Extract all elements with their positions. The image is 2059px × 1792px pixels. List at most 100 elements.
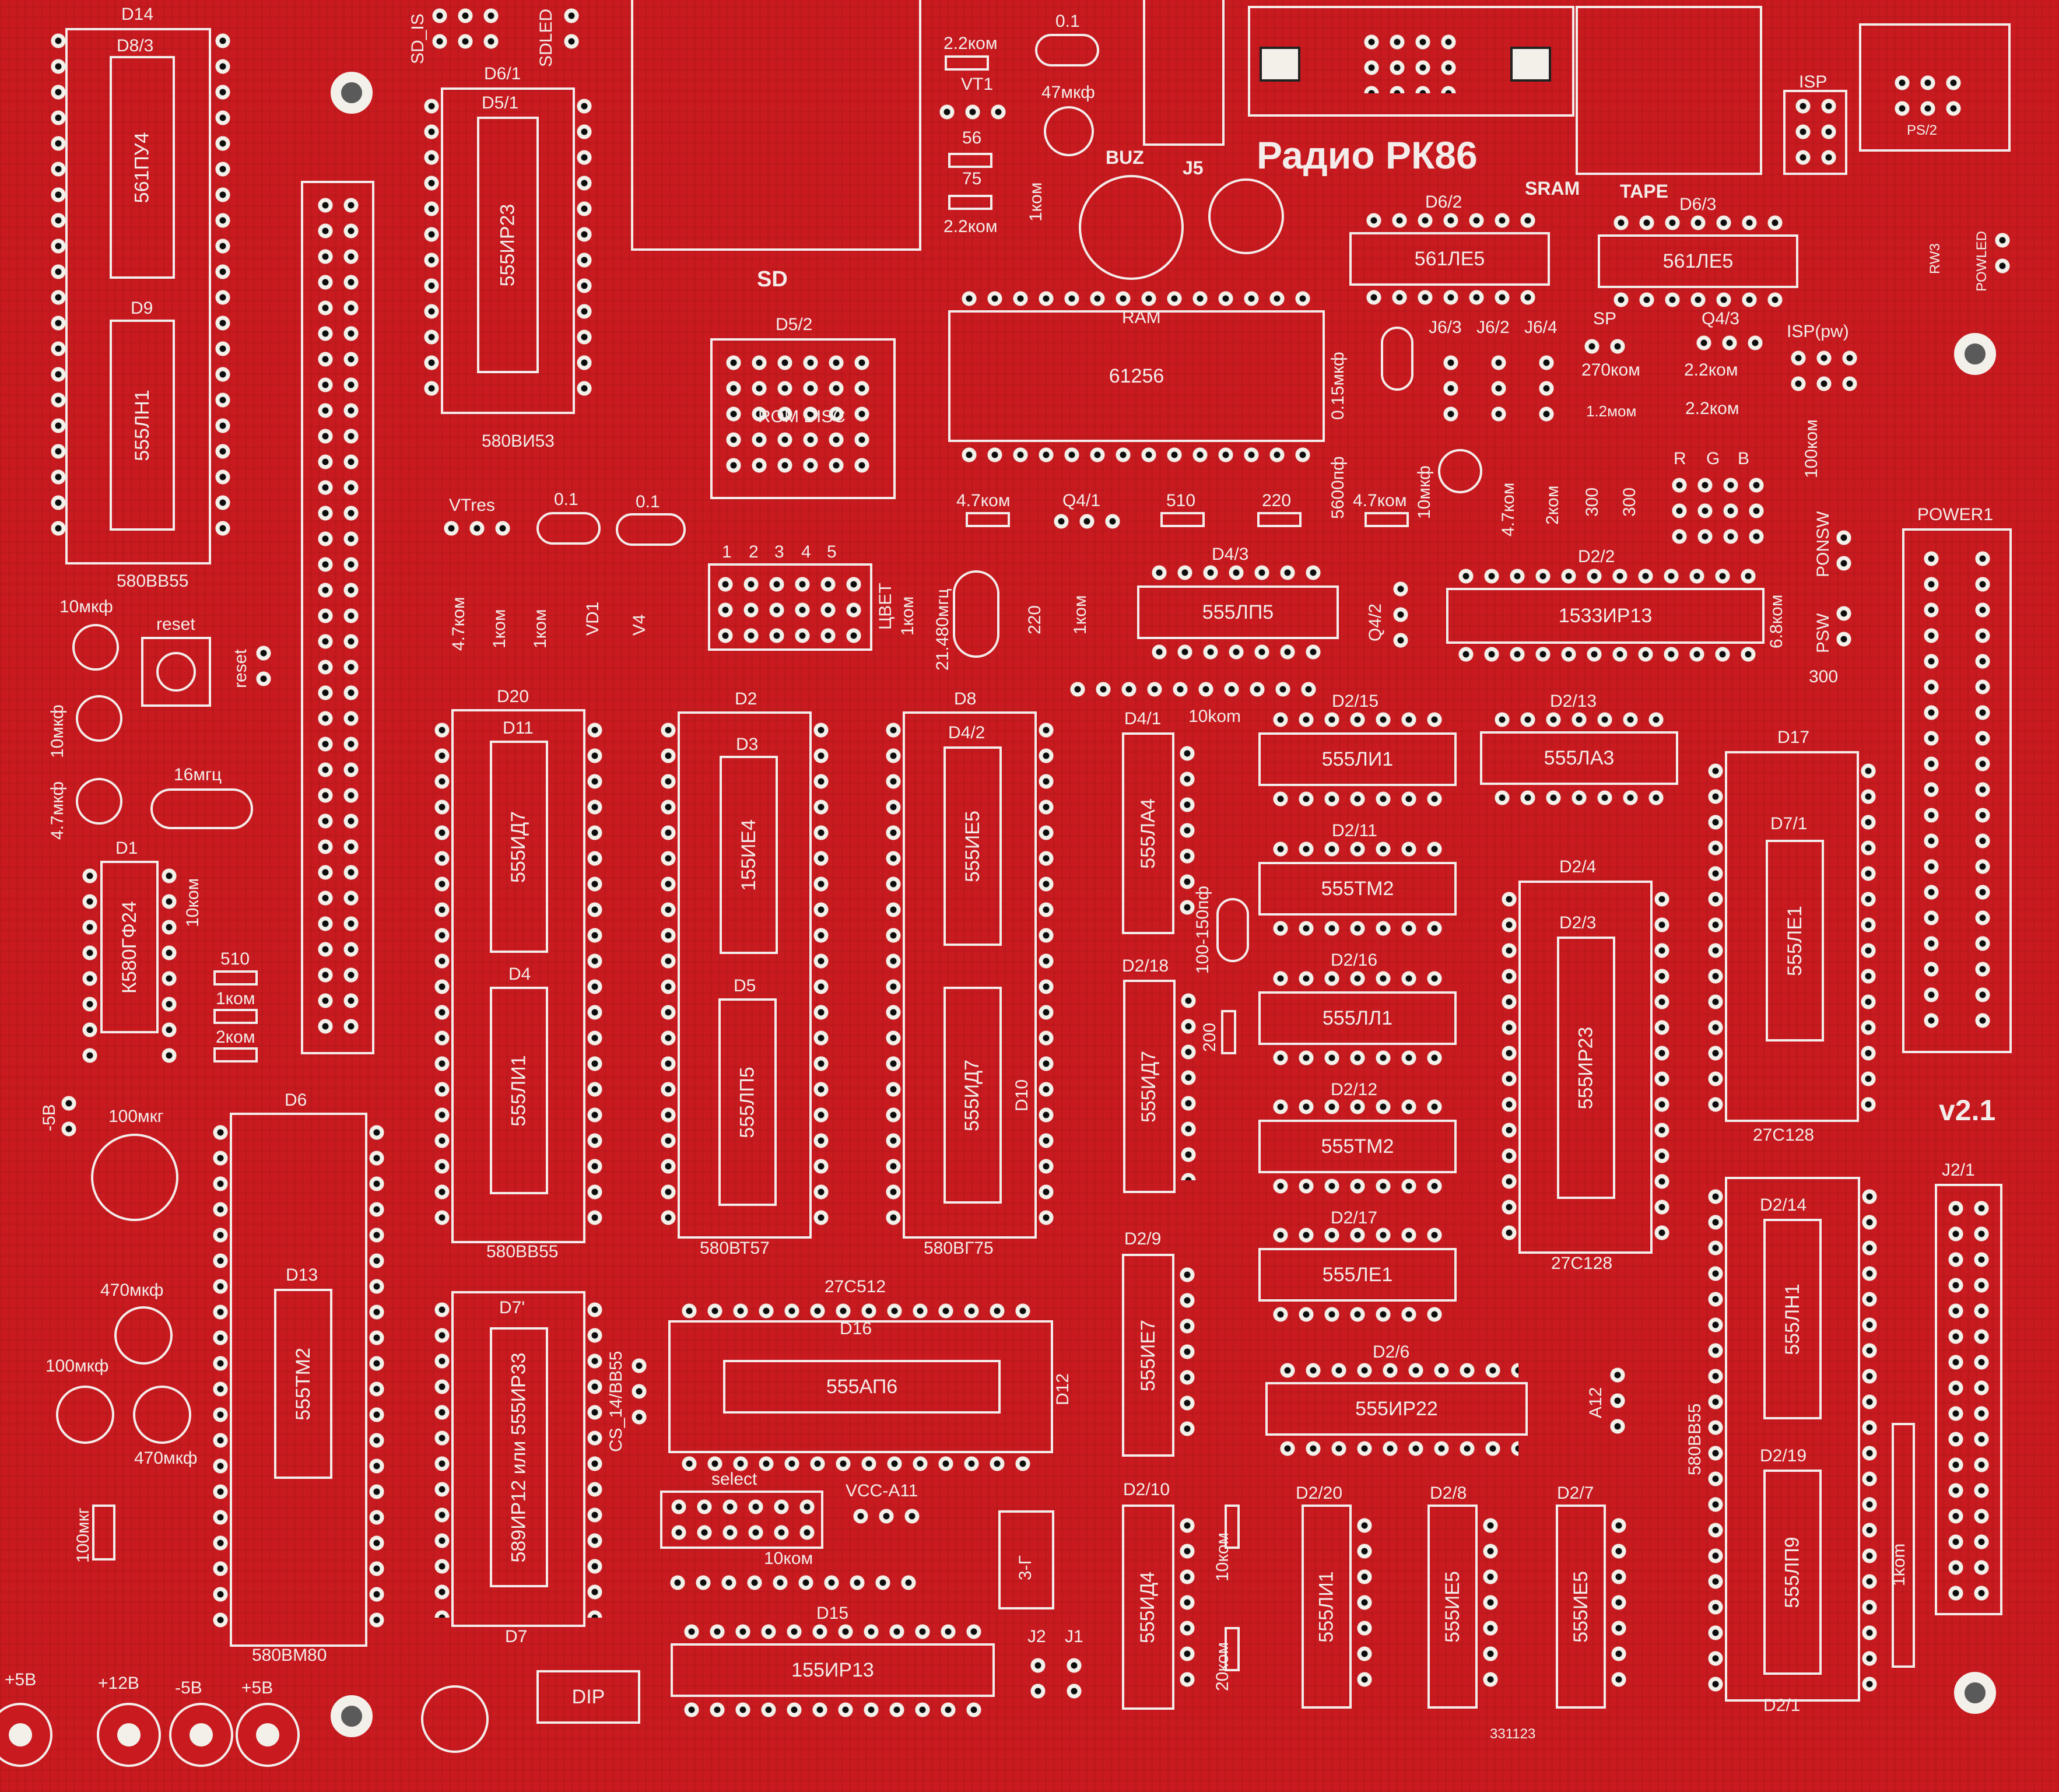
rgb-r: R [1674,449,1686,468]
c-10u-right-label: 10мкф [1415,465,1434,519]
d15-chip: 155ИР13 [671,1643,995,1697]
r-4-7k-a: 4.7ком [956,491,1011,510]
isp-pw-header [1786,345,1862,397]
d20-pins-right [582,717,608,1230]
d16-pins-bottom [676,1451,1036,1477]
ps2-connector [1859,23,2011,152]
r-6-8k-label: 6.8ком [1767,594,1786,648]
board-title: Радио РК86 [1257,134,1478,177]
d2-3-name: 555ИР23 [1574,1026,1597,1109]
buz-label: BUZ [1106,147,1144,168]
resistor-2k-b [213,1047,258,1062]
d15-name: 155ИР13 [791,1658,874,1681]
mounting-hole-bottom-left [331,1695,373,1737]
cs-header [626,1353,652,1430]
d4-3-chip: 555ЛП5 [1137,585,1339,639]
d6-pins-right [364,1120,390,1633]
board-version: v2.1 [1939,1094,1996,1127]
d7-1-ref: D7/1 [1770,814,1808,833]
d2-13-name: 555ЛА3 [1544,746,1615,769]
d4-name: 555ЛИ1 [507,1054,530,1127]
capacitor-10u-right [1438,449,1482,493]
r-1k-b: 1ком [531,609,550,648]
c-100u-c: 100мкг [73,1507,93,1563]
r-220-b: 220 [1025,605,1044,634]
pwr-plus5-a: +5В [5,1670,37,1689]
d1-pins-right [156,863,182,1068]
c-470u-a: 470мкф [100,1281,164,1300]
d4-1-ref: D4/1 [1124,709,1162,728]
c-100u-label: 100мкг [108,1107,164,1126]
capacitor-01-c [616,513,686,546]
sd-label: SD [757,267,788,292]
d2-pkg: 580ВТ57 [700,1239,770,1258]
d2-10-chip: 555ИД4 [1122,1505,1174,1710]
capacitor-01-top [1035,34,1099,66]
sdled-header [559,3,584,54]
d2-4-ref: D2/4 [1559,857,1597,876]
q4-3-label: Q4/3 [1702,309,1740,328]
d15-pins-bottom [679,1697,987,1723]
rgb-b: B [1738,449,1750,468]
dip-switch: DIP [536,1670,640,1724]
capacitor-01-b [536,512,601,545]
d16-pkg: 27С512 [825,1277,886,1296]
d7x-pins-left [429,1297,455,1618]
d2-2-ref: D2/2 [1578,547,1615,566]
cvet-label: ЦВЕТ [876,583,895,630]
c-01-b: 0.1 [554,490,578,509]
d2-3-chip: 555ИР23 [1557,937,1615,1199]
d8-ref: D8 [954,689,977,709]
select-pins [666,1494,820,1545]
d2-11-pins-top [1268,836,1447,862]
j2-1-connector [1935,1184,2002,1615]
reset-button [141,637,211,707]
resistor-510-b [213,970,258,986]
d12-ref: D12 [1053,1373,1072,1405]
capacitor-015 [1381,327,1413,391]
d2-11-name: 555ТМ2 [1321,877,1394,900]
d2-20-name: 555ЛИ1 [1315,1570,1338,1643]
d3-chip: 155ИЕ4 [720,756,778,954]
d2-8-ref: D2/8 [1430,1484,1467,1503]
d5-1-ref: D5/1 [482,93,519,113]
resistor-4-7k-a [966,512,1010,527]
d2-pins-left [655,717,681,1230]
d2-6-pins-bottom [1275,1436,1518,1461]
d2-17-pins-top [1268,1222,1447,1248]
sd-card-slot [631,0,921,251]
d13-chip: 555ТМ2 [274,1289,332,1479]
c-10u-left-2: 10мкф [48,704,67,758]
d2-pins-right [808,717,834,1230]
r-2-2k-top: 2.2ком [943,34,998,53]
d6-pins-left [208,1120,233,1633]
d2-20-chip: 555ЛИ1 [1302,1505,1352,1709]
d17-pkg: 27С128 [1753,1125,1815,1145]
d17-ref: D17 [1777,728,1810,747]
d2-12-pins-bottom [1268,1173,1447,1199]
d6-ref: D6 [285,1090,307,1110]
c-47u-label: 47мкф [1041,83,1095,102]
d16-pins-top [676,1298,1036,1324]
d3-ref: D3 [736,735,759,754]
d4-1-name: 555ЛА4 [1137,798,1159,869]
d7x-ref: D7' [499,1298,525,1317]
capacitor-10u-left-2 [76,695,122,742]
q4-2-transistor [1388,576,1413,653]
d2-9-ref: D2/9 [1124,1229,1162,1249]
d14-pins-right [210,28,236,541]
powled-label: POWLED [1974,230,1990,292]
d2-2-pins-top [1453,563,1761,589]
psw-label: PSW [1814,613,1833,653]
d2-2-chip: 1533ИР13 [1446,588,1765,644]
c-01-c: 0.1 [636,492,660,511]
d2-7-name: 555ИЕ5 [1569,1570,1592,1643]
r-270k-label: 270ком [1581,360,1640,380]
pwr-plus12: +12В [98,1674,139,1693]
reset-button-cap [156,652,196,692]
r-10k-left: 10ком [183,878,202,927]
vcc-a11-label: VCC-A11 [846,1481,918,1500]
q4-3-transistor [1691,330,1768,356]
d2-1-pins-left [1703,1184,1728,1697]
r-1k-buz: 1ком [1026,182,1046,222]
